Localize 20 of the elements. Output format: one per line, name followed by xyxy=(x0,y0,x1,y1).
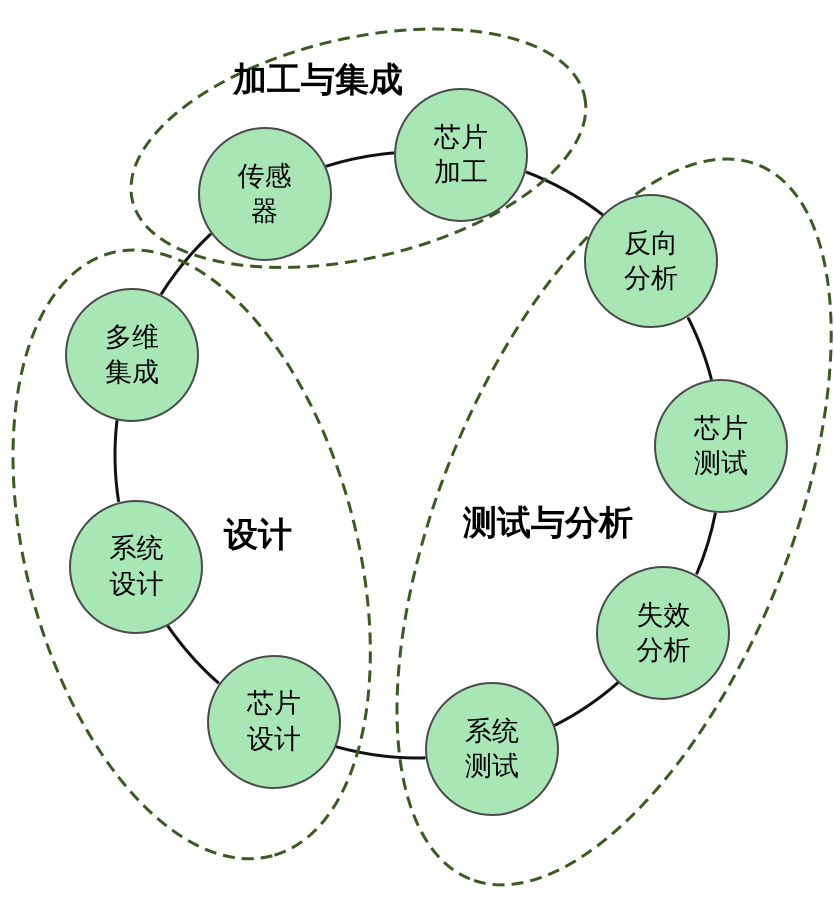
group-title: 测试与分析 xyxy=(462,506,633,540)
stage-label: 失效分析 xyxy=(635,598,692,668)
ring-connector xyxy=(695,512,717,575)
ring-connector xyxy=(325,151,394,168)
ring-connector xyxy=(114,420,120,502)
group-title: 设计 xyxy=(224,518,292,552)
ring-connector xyxy=(554,681,620,727)
stage-label: 反向分析 xyxy=(623,227,680,296)
stage-label: 芯片设计 xyxy=(246,687,302,757)
ring-connector xyxy=(336,745,426,760)
stage-label: 多维集成 xyxy=(104,320,160,390)
stage-label: 芯片加工 xyxy=(433,120,490,190)
stage-label: 芯片测试 xyxy=(692,412,749,481)
group-title: 加工与集成 xyxy=(232,62,403,97)
ring-connector xyxy=(166,624,220,684)
stage-label: 传感器 xyxy=(236,160,293,229)
stage-label: 系统设计 xyxy=(108,532,164,602)
ring-connector xyxy=(686,316,713,380)
stage-label: 系统测试 xyxy=(464,714,520,784)
ring-connector xyxy=(525,170,604,216)
